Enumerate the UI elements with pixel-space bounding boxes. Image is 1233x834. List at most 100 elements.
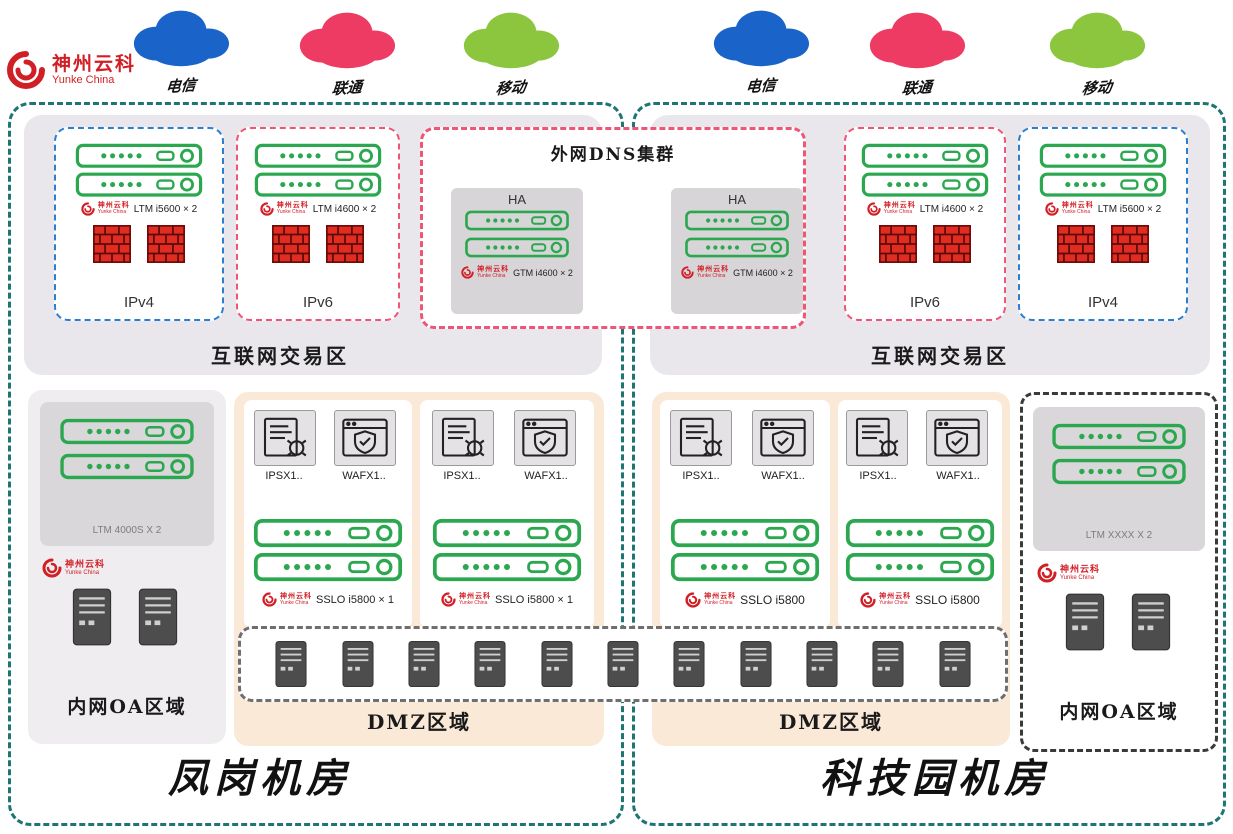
ip-version-label: IPv4 xyxy=(123,294,154,311)
server-cabinet-icon xyxy=(872,640,904,688)
server-cabinet-icon xyxy=(138,588,178,646)
brand-en: Yunke China xyxy=(459,599,488,606)
device-model: LTM 4000S X 2 xyxy=(92,525,162,536)
waf-tile xyxy=(334,410,396,466)
ips-label: IPSX1.. xyxy=(265,470,303,482)
ip-version-label: IPv4 xyxy=(1087,294,1118,311)
brand-cn: 神州云科 xyxy=(280,592,312,600)
brand-en: Yunke China xyxy=(477,272,506,279)
ltm-appliance-icon xyxy=(1048,423,1190,450)
brand-text: 神州云科 Yunke China xyxy=(52,53,136,87)
waf-label: WAFX1.. xyxy=(524,470,568,482)
cloud-icon xyxy=(1038,6,1156,72)
brand-cn: 神州云科 xyxy=(697,266,730,273)
ltm-appliance-stack-icon xyxy=(859,143,991,199)
yunke-swirl-icon xyxy=(1037,563,1057,583)
device-model: SSLO i5800 xyxy=(915,593,980,607)
server-cabinet-icon xyxy=(607,640,639,688)
waf-tile xyxy=(752,410,814,466)
brand-cn: 神州云科 xyxy=(704,593,737,601)
oa-server-pair xyxy=(1065,593,1171,651)
waf-tile xyxy=(926,410,988,466)
brand-cn: 神州云科 xyxy=(883,202,916,210)
firewall-icon xyxy=(272,225,310,263)
server-cabinet-icon xyxy=(408,640,440,688)
ips-label: IPSX1.. xyxy=(682,470,720,482)
brand-en: Yunke China xyxy=(879,600,908,607)
brand-cn: 神州云科 xyxy=(477,266,510,273)
ltm-appliance-stack-icon xyxy=(252,143,384,199)
firewall-icon xyxy=(93,225,131,263)
waf-tile xyxy=(514,410,576,466)
cloud-icon xyxy=(288,6,406,72)
waf-shield-icon xyxy=(340,415,390,461)
isp-label: 移动 xyxy=(1081,77,1113,99)
sslo-appliance-icon xyxy=(844,552,996,582)
waf-label: WAFX1.. xyxy=(761,470,805,482)
firewall-pair xyxy=(93,225,185,263)
ips-tile xyxy=(846,410,908,466)
server-cabinet-icon xyxy=(1131,593,1171,651)
isp-cloud-unicom-left: 联通 xyxy=(288,6,406,98)
brand-logo: 神州云科 Yunke China xyxy=(6,50,136,90)
device-model: SSLO i5800 × 1 xyxy=(495,593,573,606)
yunke-swirl-icon xyxy=(867,202,881,216)
yunke-swirl-icon xyxy=(860,592,876,608)
firewall-icon xyxy=(326,225,364,263)
yunke-swirl-icon xyxy=(461,266,474,279)
isp-label: 联通 xyxy=(331,77,363,99)
waf-label: WAFX1.. xyxy=(342,470,386,482)
server-cabinet-icon xyxy=(673,640,705,688)
cloud-icon xyxy=(122,4,240,70)
server-cabinet-icon xyxy=(474,640,506,688)
yunke-swirl-icon xyxy=(81,202,95,216)
dns-cluster-title: 外网DNS集群 xyxy=(550,145,676,165)
yunke-swirl-icon xyxy=(6,50,46,90)
ltm-device-group: LTM XXXX X 2 xyxy=(1033,407,1205,551)
firewall-icon xyxy=(147,225,185,263)
sslo-appliance-icon xyxy=(428,518,586,548)
isp-label: 电信 xyxy=(745,75,777,97)
yunke-swirl-icon xyxy=(441,592,456,607)
waf-shield-icon xyxy=(520,415,570,461)
cloud-icon xyxy=(858,6,976,72)
brand-en: Yunke China xyxy=(697,272,726,279)
firewall-icon xyxy=(879,225,917,263)
ltm-appliance-stack-icon xyxy=(73,143,205,199)
yunke-swirl-icon xyxy=(260,202,274,216)
brand-en: Yunke China xyxy=(1060,574,1095,581)
gtm-appliance-icon xyxy=(684,237,790,258)
ips-label: IPSX1.. xyxy=(859,470,897,482)
internet-zone-label-left: 互联网交易区 xyxy=(211,344,349,368)
dmz-server-rack-row xyxy=(238,626,1008,702)
waf-shield-icon xyxy=(758,415,808,461)
yunke-swirl-icon xyxy=(262,592,277,607)
isp-cloud-telecom-right: 电信 xyxy=(702,4,820,96)
server-cabinet-icon xyxy=(740,640,772,688)
ha-label: HA xyxy=(507,192,527,207)
brand-cn: 神州云科 xyxy=(1060,563,1101,574)
device-model: GTM i4600 × 2 xyxy=(513,267,573,278)
brand-en: Yunke China xyxy=(1061,209,1091,216)
brand-en: Yunke China xyxy=(280,599,309,606)
